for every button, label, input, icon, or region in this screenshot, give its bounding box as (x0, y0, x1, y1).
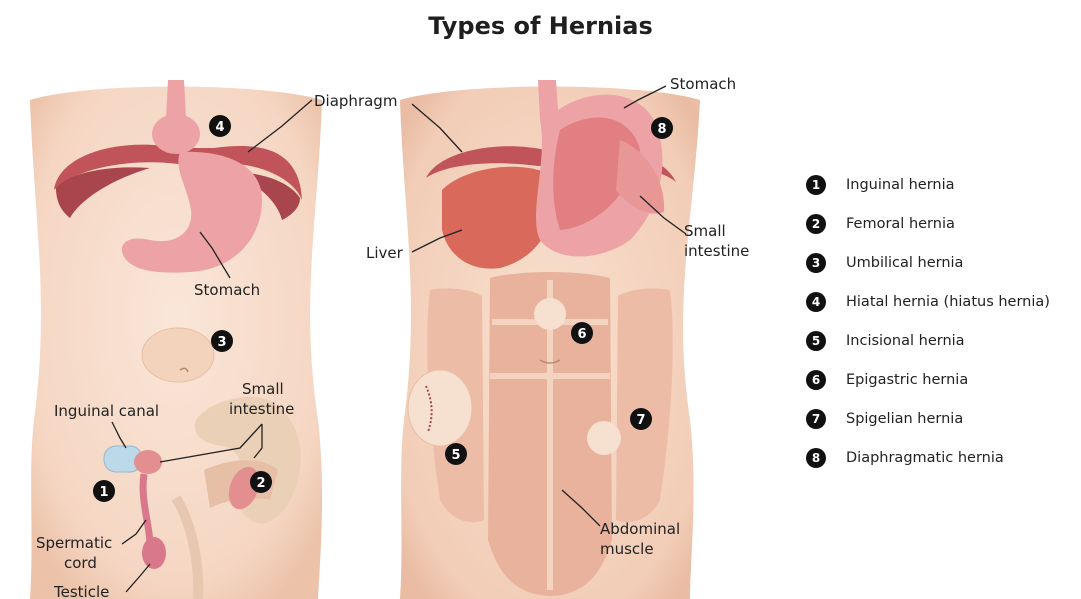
legend-label: Inguinal hernia (846, 177, 955, 193)
legend-label: Incisional hernia (846, 333, 965, 349)
testicle-shape (142, 537, 166, 569)
spigelian-bulge (587, 421, 621, 455)
svg-text:1: 1 (99, 485, 108, 500)
label-small-intestine-right: Small intestine (684, 222, 749, 260)
hernia-anatomy-illustration: Diaphragm Stomach Stomach Liver Small in… (0, 0, 800, 599)
label-testicle: Testicle (53, 583, 109, 599)
hernia-types-legend: 1 Inguinal hernia 2 Femoral hernia 3 Umb… (806, 165, 1078, 477)
legend-label: Diaphragmatic hernia (846, 450, 1004, 466)
legend-number-badge: 3 (806, 253, 826, 273)
legend-label: Epigastric hernia (846, 372, 968, 388)
svg-text:7: 7 (636, 413, 645, 428)
svg-text:4: 4 (215, 120, 224, 135)
inguinal-bulge (134, 450, 162, 474)
legend-label: Hiatal hernia (hiatus hernia) (846, 294, 1050, 310)
legend-number-badge: 7 (806, 409, 826, 429)
legend-number-badge: 6 (806, 370, 826, 390)
esophagus (166, 80, 186, 118)
label-liver: Liver (366, 244, 404, 262)
marker-4: 4 (209, 115, 231, 137)
legend-item: 8 Diaphragmatic hernia (806, 438, 1078, 477)
epigastric-bulge (534, 298, 566, 330)
left-torso (30, 80, 322, 599)
legend-item: 2 Femoral hernia (806, 204, 1078, 243)
legend-number-badge: 1 (806, 175, 826, 195)
svg-text:3: 3 (217, 335, 226, 350)
marker-3: 3 (211, 330, 233, 352)
legend-number-badge: 2 (806, 214, 826, 234)
marker-7: 7 (630, 408, 652, 430)
label-stomach-left: Stomach (194, 281, 260, 299)
legend-item: 6 Epigastric hernia (806, 360, 1078, 399)
legend-item: 1 Inguinal hernia (806, 165, 1078, 204)
legend-number-badge: 5 (806, 331, 826, 351)
legend-number-badge: 8 (806, 448, 826, 468)
marker-5: 5 (445, 443, 467, 465)
legend-item: 5 Incisional hernia (806, 321, 1078, 360)
legend-number-badge: 4 (806, 292, 826, 312)
legend-label: Umbilical hernia (846, 255, 963, 271)
marker-1: 1 (93, 480, 115, 502)
legend-item: 7 Spigelian hernia (806, 399, 1078, 438)
legend-item: 3 Umbilical hernia (806, 243, 1078, 282)
svg-text:6: 6 (577, 327, 586, 342)
legend-label: Spigelian hernia (846, 411, 963, 427)
label-inguinal-canal: Inguinal canal (54, 402, 159, 420)
legend-label: Femoral hernia (846, 216, 955, 232)
umbilical-bulge (142, 328, 214, 382)
svg-text:2: 2 (256, 476, 265, 491)
svg-text:5: 5 (451, 448, 460, 463)
label-stomach-right: Stomach (670, 75, 736, 93)
legend-item: 4 Hiatal hernia (hiatus hernia) (806, 282, 1078, 321)
label-diaphragm: Diaphragm (314, 92, 397, 110)
marker-8: 8 (651, 117, 673, 139)
hiatal-bulge (152, 114, 200, 154)
marker-2: 2 (250, 471, 272, 493)
svg-text:8: 8 (657, 122, 666, 137)
marker-6: 6 (571, 322, 593, 344)
incisional-bulge (408, 370, 472, 446)
